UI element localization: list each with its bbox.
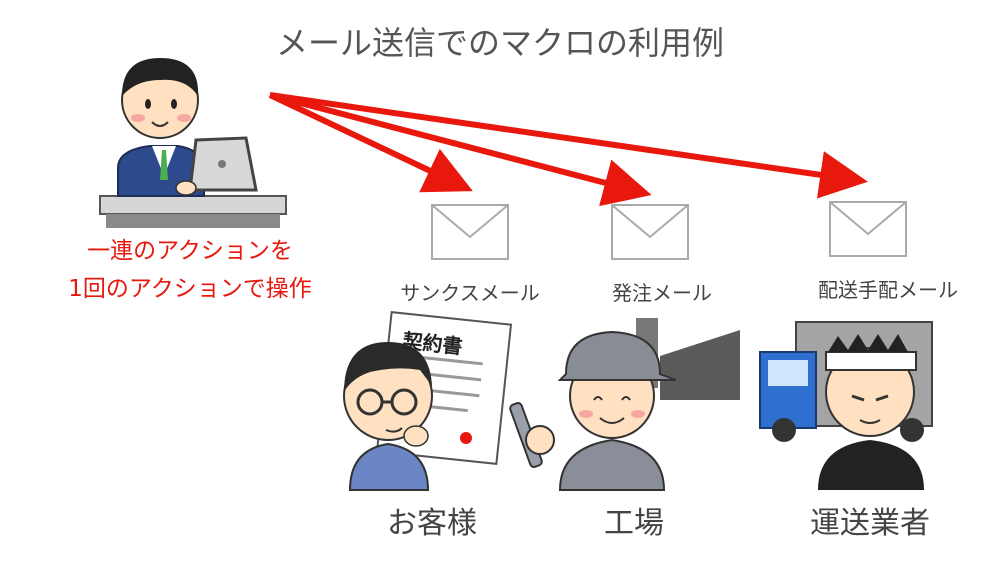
caption-line-1: 一連のアクションを — [87, 238, 293, 264]
macro-caption: 一連のアクションを 1回のアクションで操作 — [20, 232, 360, 308]
delivery-mail-label: 配送手配メール — [818, 278, 958, 302]
arrow-to-thanks-mail — [268, 92, 473, 193]
arrow-to-order-mail — [269, 92, 652, 207]
recipient-customer: お客様 — [387, 506, 477, 541]
caption-line-2: 1回のアクションで操作 — [68, 276, 312, 302]
diagram-title: メール送信でのマクロの利用例 — [275, 24, 724, 62]
businessman-illustration — [99, 58, 287, 228]
recipient-factory: 工場 — [604, 506, 664, 541]
arrow-to-delivery-mail — [269, 92, 868, 199]
recipient-carrier: 運送業者 — [810, 506, 930, 541]
order-mail-label: 発注メール — [612, 281, 712, 305]
envelope-icon — [431, 204, 509, 260]
customer-illustration — [343, 311, 513, 491]
hair — [122, 58, 199, 96]
factory-worker-illustration — [509, 318, 740, 491]
desk-top — [99, 195, 287, 215]
delivery-driver-illustration — [759, 321, 933, 490]
arrows — [268, 92, 868, 207]
desk-front — [106, 214, 280, 228]
envelope-icon — [829, 201, 907, 257]
envelope-icon — [611, 204, 689, 260]
thanks-mail-label: サンクスメール — [400, 281, 540, 305]
